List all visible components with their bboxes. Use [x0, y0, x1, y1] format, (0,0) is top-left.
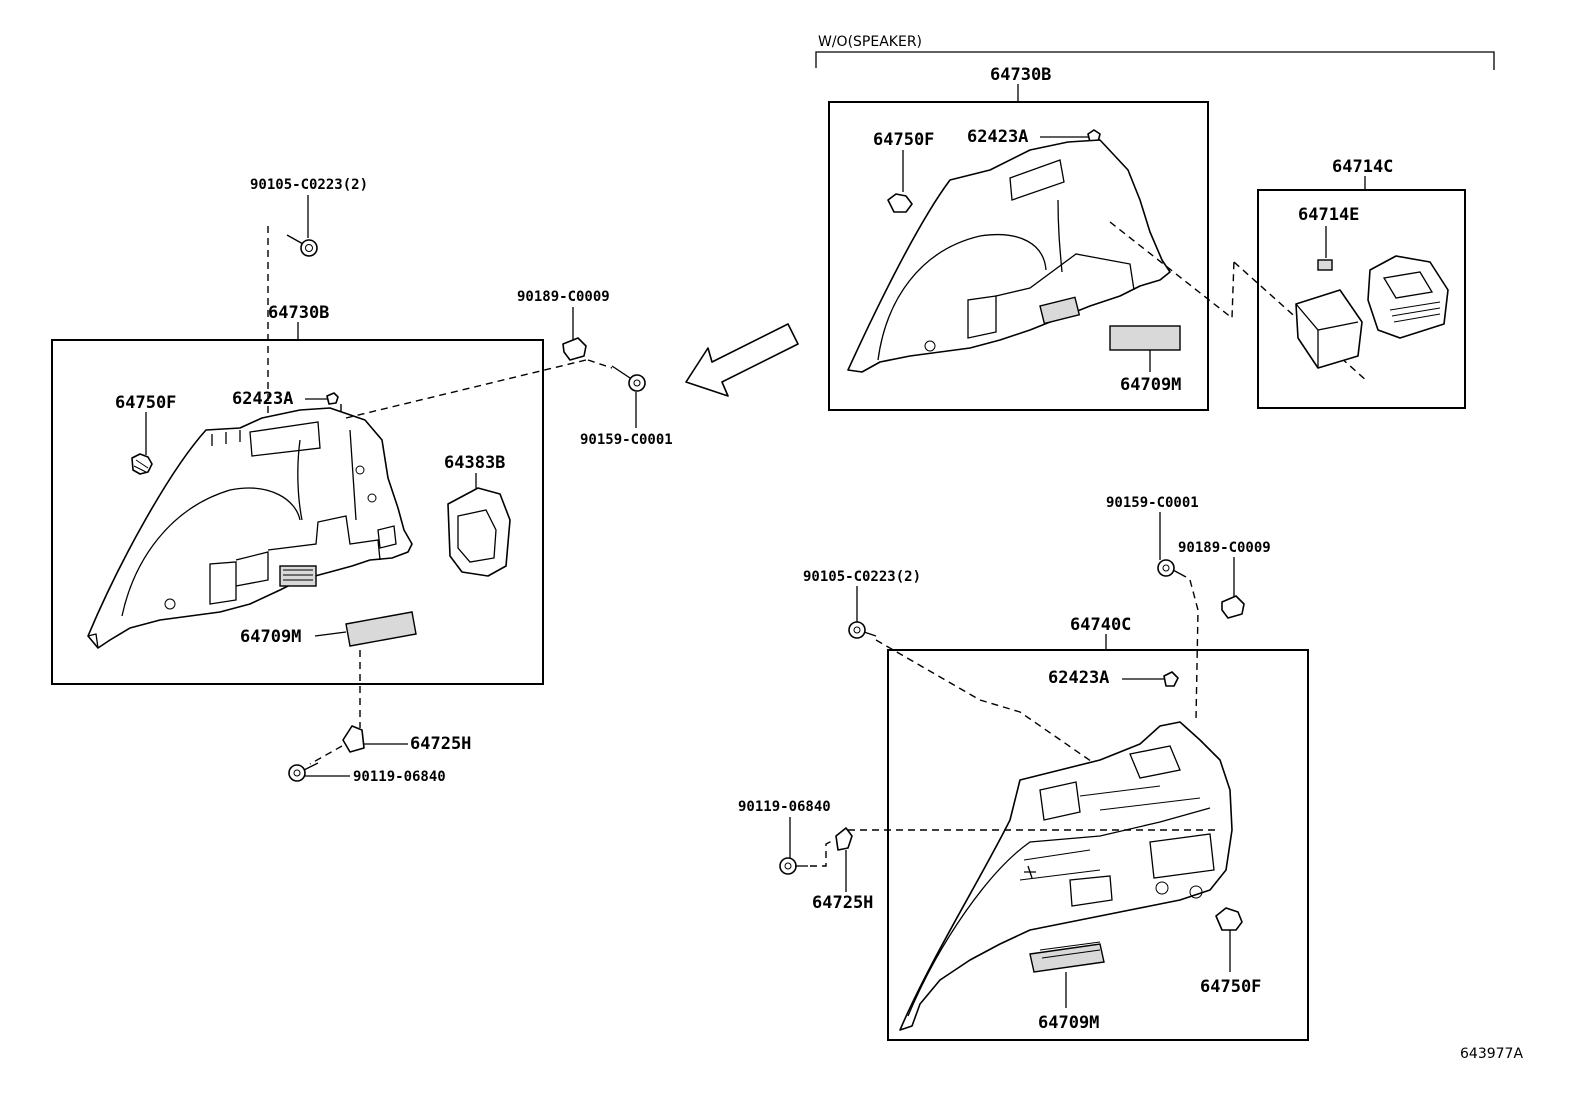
lower-right-nut-label: 90189-C0009	[1178, 540, 1271, 556]
left-trim-panel	[87, 407, 413, 649]
speaker-plate-icon	[1109, 325, 1181, 351]
middle-path	[345, 359, 587, 419]
left-hook-icon	[326, 392, 339, 405]
left-screw-bottom-label: 90119-06840	[353, 769, 446, 785]
lower-right-screw-left-label: 90105-C0223(2)	[803, 569, 921, 585]
lower-right-assembly: 64740C 90159-C0001 90189-C0009 90105-C02…	[738, 495, 1309, 1041]
lower-right-trim-panel	[899, 721, 1233, 1031]
lower-right-plate-label: 64709M	[1038, 1013, 1099, 1033]
speaker-trim-panel	[847, 139, 1171, 373]
left-clip-icon	[131, 453, 153, 475]
lower-right-screw-left-icon	[848, 621, 877, 639]
left-bracket-label: 64725H	[410, 734, 471, 754]
figure-code: 643977A	[1460, 1046, 1523, 1062]
lower-right-nut-icon	[1221, 595, 1245, 619]
lower-right-screw-bottom-label: 90119-06840	[738, 799, 831, 815]
lower-right-hook-icon	[1163, 671, 1179, 687]
left-plate-icon	[345, 611, 417, 647]
speaker-variant: W/O(SPEAKER) 64730B 64750F 62423A 64709M	[815, 34, 1495, 411]
left-hook-label: 62423A	[232, 389, 293, 409]
middle-screw-path	[587, 359, 613, 369]
speaker-plate-label: 64709M	[1120, 375, 1181, 395]
lower-right-screw-bottom-icon	[779, 857, 808, 875]
lower-right-plate-icon	[1029, 941, 1105, 973]
left-assembly: 64730B 90105-C0223(2) 64750F 62423A	[51, 177, 544, 785]
left-screw-bottom-icon	[288, 762, 319, 782]
lower-right-screw-left-path	[875, 639, 1099, 767]
left-plate-leader	[314, 631, 347, 637]
pocket-frame-label: 64714C	[1332, 157, 1393, 177]
lower-right-clip-icon	[1215, 907, 1243, 931]
middle-nut-label: 90189-C0009	[517, 289, 610, 305]
lower-right-frame	[887, 649, 1309, 1041]
lower-right-bracket-icon	[835, 827, 853, 851]
speaker-hook-label: 62423A	[967, 127, 1028, 147]
variant-bracket	[815, 51, 1495, 70]
left-clip-label: 64750F	[115, 393, 176, 413]
middle-nut-icon	[562, 337, 587, 361]
speaker-pocket-path	[1109, 221, 1235, 320]
pocket-box-icon	[1295, 289, 1363, 369]
left-frame-label: 64730B	[268, 303, 329, 323]
left-plate-label: 64709M	[240, 627, 301, 647]
pocket-frame	[1257, 189, 1466, 409]
pocket-inner-label: 64714E	[1298, 205, 1359, 225]
speaker-frame-label: 64730B	[990, 65, 1051, 85]
middle-screw-label: 90159-C0001	[580, 432, 673, 448]
lower-right-hook-label: 62423A	[1048, 668, 1109, 688]
lower-right-clip-label: 64750F	[1200, 977, 1261, 997]
speaker-clip-label: 64750F	[873, 130, 934, 150]
left-cover-label: 64383B	[444, 453, 505, 473]
left-screw-bottom-path	[309, 745, 343, 765]
lower-right-bracket-label: 64725H	[812, 893, 873, 913]
variant-note: W/O(SPEAKER)	[818, 34, 922, 50]
left-screw-top-label: 90105-C0223(2)	[250, 177, 368, 193]
middle-screw-icon	[611, 365, 646, 392]
speaker-clip-icon	[887, 193, 913, 213]
pocket-speaker-grille-icon	[1367, 255, 1449, 339]
lower-right-screw-bottom-path	[810, 839, 835, 867]
direction-arrow-icon	[685, 323, 799, 397]
middle-fasteners: 90189-C0009 90159-C0001	[345, 289, 799, 448]
left-screw-top-icon	[286, 234, 318, 257]
pocket-inner-icon	[1317, 259, 1333, 271]
lower-right-screw-top-label: 90159-C0001	[1106, 495, 1199, 511]
left-bracket-icon	[342, 725, 365, 753]
left-cover-icon	[447, 487, 511, 577]
lower-right-frame-label: 64740C	[1070, 615, 1131, 635]
lower-right-screw-top-icon	[1157, 559, 1187, 578]
